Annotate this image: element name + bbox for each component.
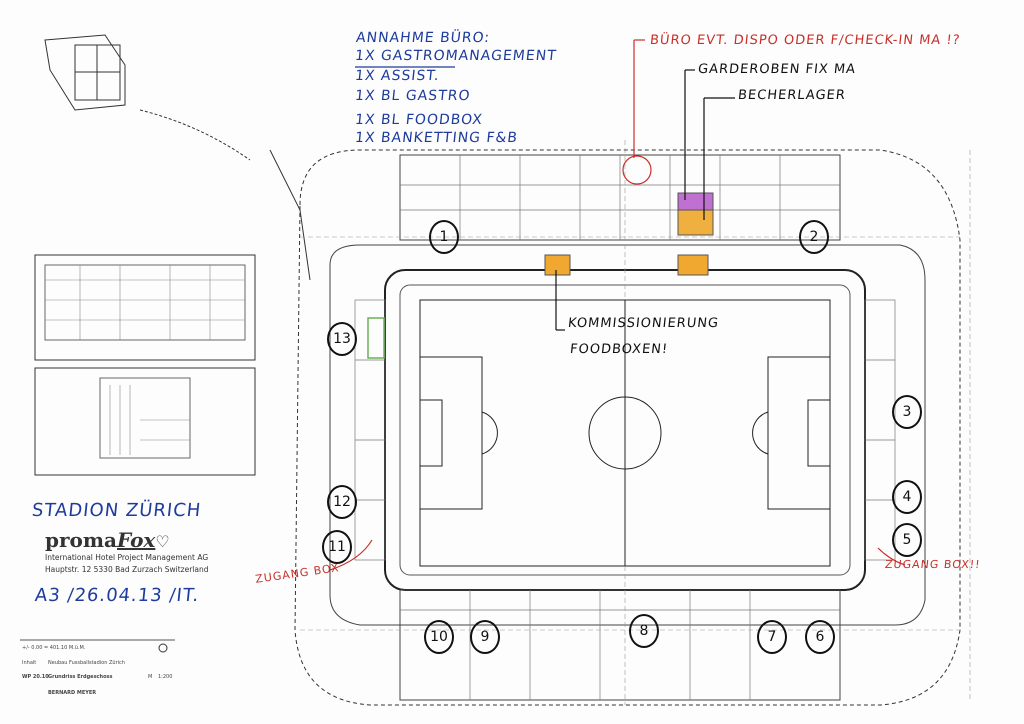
client-label: Inhalt (22, 660, 37, 666)
scale-label: M (148, 674, 153, 680)
zone-marker: 1 (429, 220, 459, 254)
logo-prefix: proma (45, 528, 117, 552)
office-note: BÜRO EVT. DISPO ODER F/CHECK-IN MA !? (649, 33, 962, 48)
zone-marker: 6 (805, 620, 835, 654)
zone-marker: 9 (470, 620, 500, 654)
fox-icon: ♡ (155, 532, 170, 551)
room-orange-picking (544, 254, 571, 276)
zone-marker: 13 (327, 322, 357, 356)
stadium-outline (294, 149, 961, 706)
promafox-logo: promaFox♡ (45, 528, 170, 552)
room-orange-cup-storage (677, 209, 714, 236)
plan-title: Grundriss Erdgeschoss (48, 674, 113, 680)
office-item: 1X BL GASTRO (354, 88, 472, 104)
stadium-name-note: STADION ZÜRICH (30, 500, 203, 521)
date-stamp-note: A3 /26.04.13 /IT. (33, 585, 201, 606)
football-pitch (419, 299, 831, 567)
zone-marker: 5 (892, 523, 922, 557)
zone-marker: 3 (892, 395, 922, 429)
plan-number: WP 20.10 (22, 674, 49, 680)
zone-marker: 4 (892, 480, 922, 514)
office-item: 1X BANKETTING F&B (354, 130, 519, 146)
section-thumbnail-1 (34, 254, 256, 361)
room-orange-picking-2 (677, 254, 709, 276)
architect-name: BERNARD MEYER (48, 690, 97, 696)
room-green (367, 317, 385, 359)
logo-address: Hauptstr. 12 5330 Bad Zurzach Switzerlan… (45, 565, 209, 574)
room-purple-wardrobe (677, 192, 714, 211)
picking-note: KOMMISSIONIERUNG (567, 316, 720, 331)
logo-suffix: Fox (116, 528, 156, 552)
access-note-right: ZUGANG BOX!! (884, 558, 982, 571)
office-title-note: ANNAHME BÜRO: (355, 30, 491, 46)
elevation-text: +/- 0.00 = 401.10 M.ü.M. (22, 645, 86, 651)
section-thumbnail-2 (34, 367, 256, 476)
zone-marker: 8 (629, 614, 659, 648)
office-item: 1X GASTROMANAGEMENT (354, 48, 558, 64)
scale-value: 1:200 (158, 674, 173, 680)
zone-marker: 2 (799, 220, 829, 254)
client-text: Neubau Fussballstadion Zürich (48, 660, 125, 666)
zone-marker: 10 (424, 620, 454, 654)
office-item: 1X BL FOODBOX (354, 112, 484, 128)
zone-marker: 7 (757, 620, 787, 654)
zone-marker: 12 (327, 485, 357, 519)
office-item: 1X ASSIST. (354, 68, 441, 84)
logo-company: International Hotel Project Management A… (45, 553, 209, 562)
wardrobe-note: GARDEROBEN FIX MA (697, 62, 857, 77)
detached-building (44, 34, 311, 281)
zone-marker: 11 (322, 530, 352, 564)
cup-storage-note: BECHERLAGER (737, 88, 847, 103)
picking-note-2: FOODBOXEN! (569, 342, 669, 357)
